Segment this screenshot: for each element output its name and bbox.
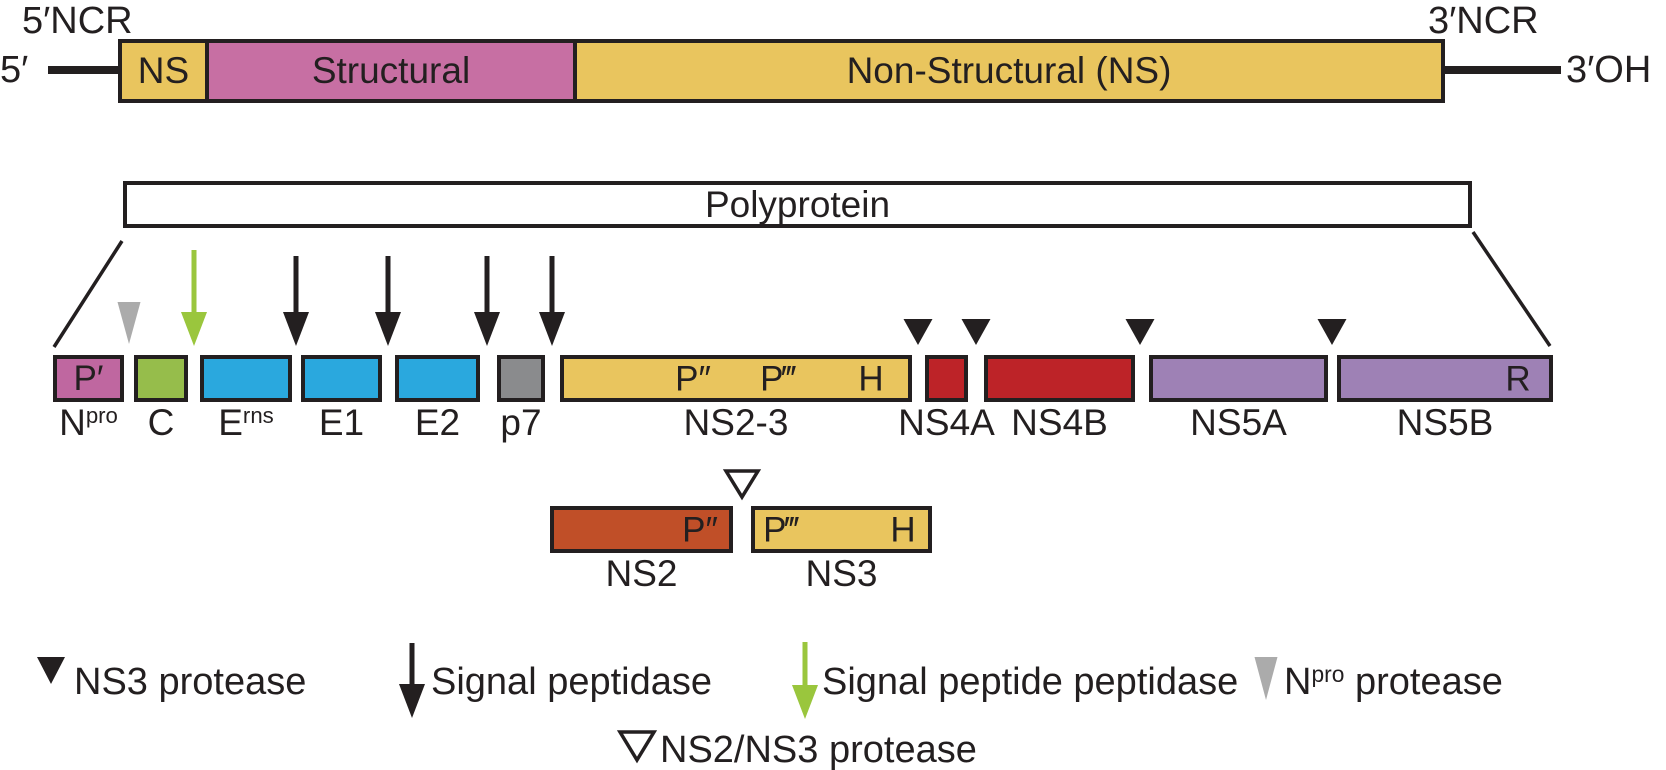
legend-label-signal-peptidase: Signal peptidase — [431, 661, 712, 703]
protein-label-ns5b: NS5B — [1396, 402, 1494, 443]
protein-box-npro: P′ — [53, 355, 124, 402]
ns3-protease-site-ns4a-ns4b-black-triangle-icon — [961, 319, 991, 345]
protein-label-c: C — [147, 402, 175, 443]
ns3-protease-site-ns4b-ns5a-black-triangle-icon — [1125, 319, 1155, 345]
legend-label-ns3-protease: NS3 protease — [74, 661, 307, 703]
ns2-ns3-protease-site-open-triangle-icon — [722, 469, 762, 501]
protein-box-inner-label-npro: P′ — [73, 358, 104, 398]
signal-peptidase-site-e2-p7-black-arrow-icon — [474, 256, 500, 346]
npro-protease-site-gray-triangle-icon — [117, 302, 141, 344]
three-prime-leader-line — [1445, 66, 1561, 74]
domain-mark-ns2-3: P‴ — [760, 359, 796, 398]
five-prime-label: 5′ — [0, 49, 29, 91]
domain-mark-ns2: P″ — [682, 510, 718, 549]
protein-label-ns4b: NS4B — [1011, 402, 1108, 443]
legend-ns2-ns3-protease-open-triangle-icon — [616, 730, 658, 764]
protein-label-ns2-3: NS2-3 — [683, 402, 789, 443]
protein-label-ns2: NS2 — [605, 553, 678, 594]
protein-label-ns3: NS3 — [805, 553, 878, 594]
protein-box-c — [134, 355, 188, 402]
polyprotein-right-connector-line — [1471, 231, 1552, 347]
domain-mark-ns5b: R — [1505, 359, 1531, 398]
superscript: rns — [242, 403, 274, 429]
signal-peptide-peptidase-site-green-arrow-icon — [181, 250, 207, 346]
five-prime-leader-line — [48, 66, 118, 74]
genome-segment-nonstructural: Non-Structural (NS) — [573, 43, 1441, 99]
protein-box-e2 — [395, 355, 480, 402]
protein-box-ns2-3: P″ P‴ H — [560, 355, 912, 402]
domain-mark-ns3: P‴ — [763, 510, 799, 549]
protein-box-ns5a — [1149, 355, 1328, 402]
legend-label-ns2-ns3-protease: NS2/NS3 protease — [660, 729, 977, 770]
protein-box-ns4b — [984, 355, 1135, 402]
protein-label-ns5a: NS5A — [1190, 402, 1287, 443]
protein-box-ns3: P‴ H — [751, 506, 932, 553]
signal-peptidase-site-erns-e1-black-arrow-icon — [283, 256, 309, 346]
genome-segment-label-nonstructural: Non-Structural (NS) — [846, 50, 1172, 91]
ns3-protease-site-ns23-ns4a-black-triangle-icon — [903, 319, 933, 345]
legend-ns3-protease-black-triangle-icon — [37, 657, 65, 684]
protein-label-e2: E2 — [414, 402, 461, 443]
genome-segment-ns-5utr: NS — [122, 43, 205, 99]
protein-box-ns4a — [925, 355, 968, 402]
superscript: pro — [1311, 661, 1345, 688]
domain-mark-ns2-3: H — [858, 359, 884, 398]
five-ncr-label: 5′NCR — [22, 0, 133, 42]
protein-box-ns5b: R — [1337, 355, 1553, 402]
signal-peptidase-site-p7-ns2-black-arrow-icon — [539, 256, 565, 346]
three-oh-label: 3′OH — [1566, 49, 1652, 91]
signal-peptidase-site-e1-e2-black-arrow-icon — [375, 256, 401, 346]
polyprotein-bar: Polyprotein — [123, 181, 1472, 228]
protein-label-e1: E1 — [318, 402, 365, 443]
ns3-protease-site-ns5a-ns5b-black-triangle-icon — [1317, 319, 1347, 345]
polyprotein-left-connector-line — [52, 240, 124, 348]
legend-label-npro-protease: Npro protease — [1284, 661, 1503, 703]
protein-label-p7: p7 — [500, 402, 542, 443]
protein-box-erns — [200, 355, 292, 402]
superscript: pro — [85, 403, 118, 429]
genome-segment-label-structural: Structural — [311, 50, 471, 91]
protein-label-npro: Npro — [59, 402, 118, 443]
legend-label-signal-peptide-peptidase: Signal peptide peptidase — [822, 661, 1239, 703]
domain-mark-ns2-3: P″ — [675, 359, 711, 398]
polyprotein-label: Polyprotein — [704, 183, 891, 225]
genome-segment-structural: Structural — [205, 43, 573, 99]
protein-label-ns4a: NS4A — [898, 402, 995, 443]
genome-bar: NS Structural Non-Structural (NS) — [118, 39, 1445, 103]
legend-npro-protease-gray-triangle-icon — [1254, 657, 1278, 700]
protein-box-ns2: P″ — [550, 506, 733, 553]
domain-mark-ns3: H — [890, 510, 916, 549]
three-ncr-label: 3′NCR — [1428, 0, 1539, 42]
protein-box-e1 — [301, 355, 382, 402]
legend-signal-peptidase-black-arrow-icon — [399, 643, 425, 718]
protein-label-erns: Erns — [218, 402, 274, 443]
protein-box-p7 — [497, 355, 545, 402]
legend-signal-peptide-peptidase-green-arrow-icon — [792, 642, 818, 719]
genome-segment-label-ns-5utr: NS — [137, 50, 190, 91]
